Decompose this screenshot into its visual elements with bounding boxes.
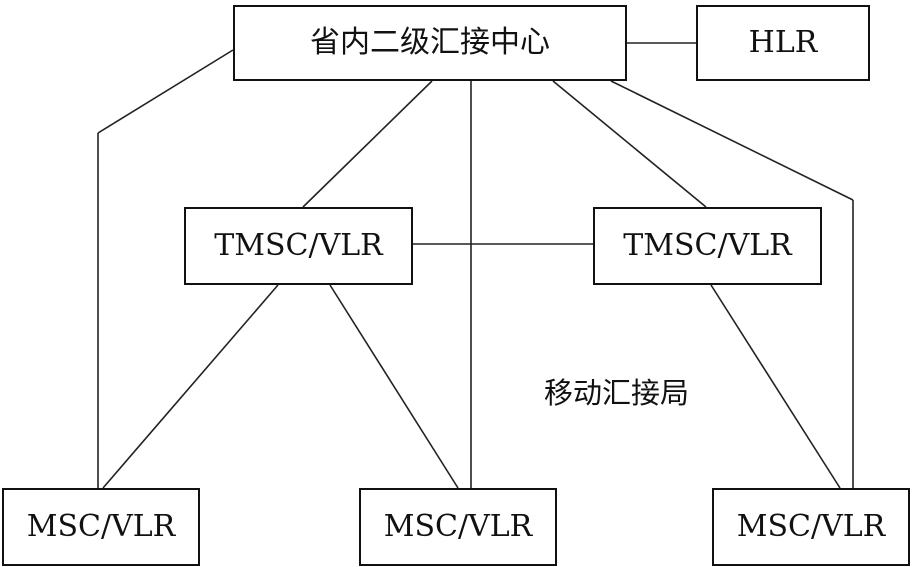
edge-center-msc-left: [97, 49, 234, 134]
msc-vlr-left-node: MSC/VLR: [2, 488, 200, 566]
edge-tmsc-right-msc-right: [710, 284, 841, 489]
hlr-node: HLR: [696, 5, 870, 81]
tmsc-vlr-left-node: TMSC/VLR: [184, 207, 413, 285]
provincial-tandem-center-node: 省内二级汇接中心: [233, 5, 627, 81]
edge-center-tmsc-right: [552, 80, 707, 208]
msc-vlr-middle-node: MSC/VLR: [359, 488, 557, 566]
msc-vlr-right-node: MSC/VLR: [712, 488, 910, 566]
edge-tmsc-left-msc-left: [102, 284, 279, 489]
edge-center-msc-right: [610, 80, 854, 201]
edge-center-tmsc-left: [302, 80, 433, 208]
tmsc-vlr-right-node: TMSC/VLR: [593, 207, 822, 285]
mobile-tandem-office-label: 移动汇接局: [544, 376, 690, 410]
edge-tmsc-left-msc-middle: [329, 284, 459, 489]
